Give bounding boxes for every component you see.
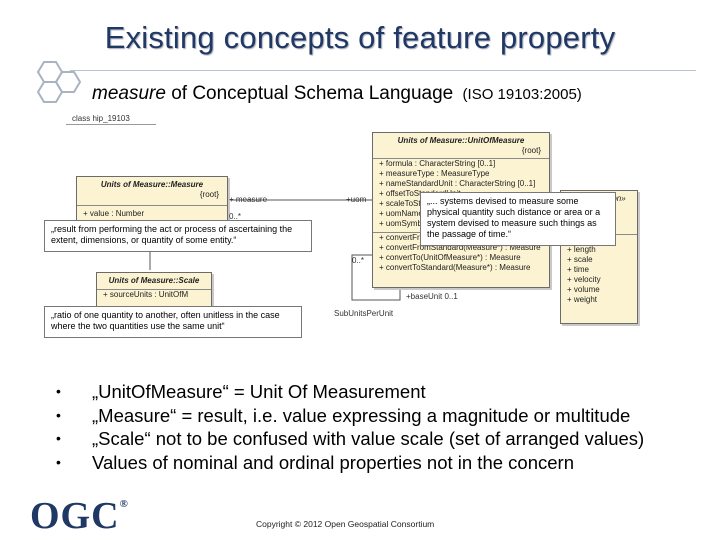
measure-type-item: + velocity bbox=[567, 275, 601, 284]
uom-definition-note: „... systems devised to measure some phy… bbox=[420, 192, 616, 246]
subtitle-italic: measure bbox=[92, 83, 166, 104]
package-label: class hip_19103 bbox=[72, 114, 130, 123]
uom-attribute: + formula : CharacterString [0..1] bbox=[379, 159, 496, 168]
base-unit-label: +baseUnit 0..1 bbox=[406, 292, 458, 301]
bullet-item: • „Scale“ not to be confused with value s… bbox=[56, 427, 644, 451]
measure-type-item: + length bbox=[567, 245, 596, 254]
slide-title: Existing concepts of feature property bbox=[104, 20, 616, 55]
copyright-text: Copyright © 2012 Open Geospatial Consort… bbox=[256, 519, 435, 529]
bullet-item: • Values of nominal and ordinal propertie… bbox=[56, 451, 644, 475]
bullet-dot-icon: • bbox=[56, 430, 61, 446]
measure-class-name: Units of Measure::Measure bbox=[100, 180, 204, 189]
uom-class-name: Units of Measure::UnitOfMeasure bbox=[397, 136, 525, 145]
zero-many-label: 0..* bbox=[352, 256, 365, 265]
package-frame-line bbox=[66, 124, 156, 125]
bullet-text: „UnitOfMeasure“ = Unit Of Measurement bbox=[92, 381, 426, 402]
ogc-logo-mark: ® bbox=[119, 498, 129, 510]
bullet-list: • „UnitOfMeasure“ = Unit Of Measurement •… bbox=[56, 380, 644, 474]
uom-operation: + convertToStandard(Measure*) : Measure bbox=[379, 263, 531, 272]
uom-attribute: + nameStandardUnit : CharacterString [0.… bbox=[379, 179, 536, 188]
measure-role-label: + measure bbox=[229, 195, 268, 204]
multiplicity-label: 0..* bbox=[229, 212, 242, 221]
measure-type-item: + time bbox=[567, 265, 590, 274]
title-divider bbox=[70, 70, 696, 71]
uom-attribute: + uomName bbox=[379, 209, 423, 218]
bullet-text: „Scale“ not to be confused with value sc… bbox=[92, 428, 645, 449]
bullet-item: • „Measure“ = result, i.e. value expressi… bbox=[56, 404, 644, 428]
measure-type-item: + volume bbox=[567, 285, 600, 294]
scale-class-attribute: + sourceUnits : UnitOfM bbox=[103, 290, 189, 299]
uom-operation: + convertTo(UnitOfMeasure*) : Measure bbox=[379, 253, 521, 262]
subtitle-iso: (ISO 19103:2005) bbox=[462, 86, 582, 103]
hexagon-ornament-icon bbox=[36, 61, 82, 103]
bullet-item: • „UnitOfMeasure“ = Unit Of Measurement bbox=[56, 380, 644, 404]
subtitle-text: of Conceptual Schema Language bbox=[165, 83, 454, 104]
scale-definition-note: „ratio of one quantity to another, often… bbox=[44, 306, 302, 338]
uom-attribute: + offsetToStandardUnit bbox=[379, 189, 460, 198]
measure-class-stereotype: {root} bbox=[199, 190, 219, 199]
uom-role-label: +uom bbox=[346, 195, 367, 204]
uom-class-stereotype: {root} bbox=[521, 146, 541, 155]
ogc-logo-text: OGC bbox=[30, 495, 120, 537]
bullet-dot-icon: • bbox=[56, 406, 61, 423]
bullet-text: „Measure“ = result, i.e. value expressin… bbox=[92, 404, 631, 426]
bullet-text: Values of nominal and ordinal properties… bbox=[92, 451, 574, 473]
bullet-dot-icon: • bbox=[56, 383, 61, 399]
measure-type-item: + scale bbox=[567, 255, 593, 264]
uom-attribute: + scaleToStandardUnit bbox=[379, 199, 460, 208]
measure-definition-note: „result from performing the act or proce… bbox=[44, 220, 312, 252]
uom-attribute: + measureType : MeasureType bbox=[379, 169, 490, 178]
uom-attribute: + uomSymbol bbox=[379, 219, 429, 228]
bullet-dot-icon: • bbox=[56, 453, 61, 470]
sub-units-label: SubUnitsPerUnit bbox=[334, 309, 394, 318]
scale-class-name: Units of Measure::Scale bbox=[108, 276, 200, 285]
scale-class-box: Units of Measure::Scale + sourceUnits : … bbox=[96, 272, 212, 308]
subtitle: measure of Conceptual Schema Language (I… bbox=[92, 83, 582, 105]
measure-class-attribute: + value : Number bbox=[83, 209, 145, 218]
measure-type-item: + weight bbox=[567, 295, 598, 304]
ogc-logo: OGC® bbox=[30, 494, 129, 538]
uom-operation: + convertFromStandard(Measure*) : Measur… bbox=[379, 243, 541, 252]
